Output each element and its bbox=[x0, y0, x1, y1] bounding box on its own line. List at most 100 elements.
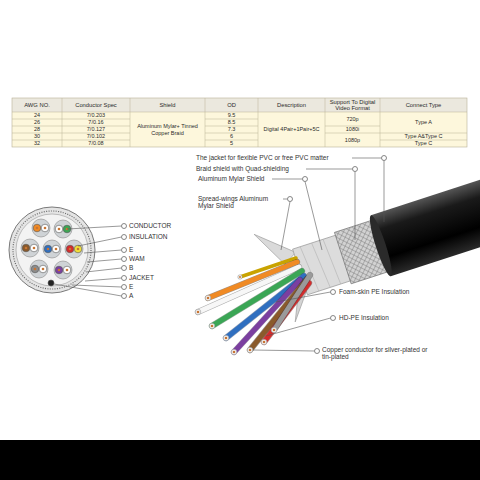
table-header: OD bbox=[205, 98, 258, 112]
grid-line bbox=[12, 119, 130, 120]
leader-line bbox=[54, 284, 122, 296]
callout-marker bbox=[382, 156, 387, 161]
table-cell: 5 bbox=[205, 140, 258, 147]
grid-line bbox=[205, 126, 258, 127]
table-cell: 7/0.203 bbox=[62, 112, 130, 119]
callout-marker bbox=[303, 177, 308, 182]
table-cell: 7/0.16 bbox=[62, 119, 130, 126]
wire-insulation bbox=[31, 265, 39, 273]
wire-insulation bbox=[55, 266, 63, 274]
leader-line bbox=[305, 182, 322, 251]
cross-section bbox=[9, 207, 127, 299]
conductor bbox=[44, 227, 47, 230]
leader-line bbox=[84, 250, 122, 253]
foam-insulation bbox=[195, 309, 201, 315]
callout-marker bbox=[122, 276, 127, 281]
table-header: Conductor Spec bbox=[62, 98, 130, 112]
grid-line bbox=[325, 98, 326, 147]
callout-marker bbox=[353, 167, 358, 172]
wire-insulation bbox=[66, 245, 74, 253]
wire-shadow bbox=[274, 275, 310, 330]
callout-marker bbox=[122, 248, 127, 253]
bottom-band bbox=[0, 440, 480, 480]
table-cell: 24 bbox=[12, 112, 62, 119]
table-border bbox=[12, 98, 467, 147]
leader-line bbox=[352, 158, 382, 159]
pair-group bbox=[21, 219, 83, 286]
leader-line bbox=[78, 237, 122, 246]
part-label: CONDUCTOR bbox=[129, 222, 199, 229]
table-header: Description bbox=[258, 98, 325, 112]
leader-line bbox=[272, 179, 303, 180]
callout-markers bbox=[288, 156, 387, 354]
part-label: INSULATION bbox=[129, 233, 199, 240]
conductor bbox=[47, 248, 50, 251]
part-label: A bbox=[129, 292, 199, 299]
part-label: WAM bbox=[129, 255, 199, 262]
pair-foil bbox=[32, 219, 50, 237]
copper-conductor bbox=[273, 329, 276, 332]
conductor bbox=[69, 248, 72, 251]
table-grid bbox=[12, 98, 467, 147]
pair-foil bbox=[54, 261, 72, 279]
wire-insulation bbox=[39, 265, 47, 273]
part-label: E bbox=[129, 283, 199, 290]
conductor bbox=[55, 248, 58, 251]
callout-text: HD-PE Insulation bbox=[339, 314, 469, 321]
leader-line bbox=[86, 268, 122, 272]
callout-marker bbox=[122, 235, 127, 240]
wire-insulation bbox=[63, 266, 71, 274]
callout-text: The jacket for flexible PVC or free PVC … bbox=[196, 154, 386, 161]
table-header: Shield bbox=[130, 98, 205, 112]
callout-marker bbox=[122, 257, 127, 262]
part-label: B bbox=[129, 264, 199, 271]
table-header: AWG NO. bbox=[12, 98, 62, 112]
callout-marker bbox=[288, 197, 293, 202]
grid-line bbox=[205, 133, 258, 134]
copper-conductor bbox=[263, 341, 266, 344]
foam-insulation bbox=[271, 327, 277, 333]
pair-foil bbox=[65, 240, 83, 258]
table-cell: 7/0.08 bbox=[62, 140, 130, 147]
foam-insulation bbox=[209, 323, 215, 329]
jacket-end bbox=[366, 214, 395, 278]
callout-text: Foam-skin PE Insulation bbox=[339, 288, 469, 295]
spec-table bbox=[12, 98, 467, 147]
wire-insulation bbox=[55, 225, 63, 233]
callout-text: Copper conductor for silver-plated or ti… bbox=[322, 346, 434, 360]
conductor bbox=[58, 269, 61, 272]
table-cell: Digital 4Pair+1Pair+5C bbox=[258, 112, 325, 147]
conductor bbox=[34, 268, 37, 271]
callout-leaders bbox=[253, 158, 384, 351]
jacket-ring bbox=[9, 207, 95, 293]
table-cell: 8.5 bbox=[205, 119, 258, 126]
grid-line bbox=[325, 133, 380, 134]
wire-insulation bbox=[33, 224, 41, 232]
leader-line bbox=[266, 318, 331, 336]
table-header: Support To Digital Video Format bbox=[325, 98, 380, 112]
grid-line bbox=[130, 98, 131, 147]
table-cell: Aluminum Mylar+ Tinned Copper Braid bbox=[130, 112, 205, 147]
callout-marker bbox=[122, 266, 127, 271]
foil-ring bbox=[16, 214, 88, 286]
wire-insulation bbox=[22, 244, 30, 252]
table-cell: 7/0.127 bbox=[62, 126, 130, 133]
leader-lines bbox=[54, 226, 122, 296]
leader-line bbox=[72, 285, 122, 287]
grid-line bbox=[12, 133, 130, 134]
conductor bbox=[33, 247, 36, 250]
leader-line bbox=[384, 161, 385, 223]
grid-line bbox=[380, 133, 467, 134]
leader-line bbox=[87, 259, 122, 262]
callout-marker bbox=[331, 316, 336, 321]
table-cell: 1080i bbox=[325, 126, 380, 133]
foam-insulation bbox=[223, 335, 229, 341]
grid-line bbox=[205, 98, 206, 147]
braid-ring bbox=[13, 211, 91, 289]
callout-marker bbox=[315, 349, 320, 354]
conductor bbox=[58, 228, 61, 231]
table-cell: 26 bbox=[12, 119, 62, 126]
table-cell: 28 bbox=[12, 126, 62, 133]
